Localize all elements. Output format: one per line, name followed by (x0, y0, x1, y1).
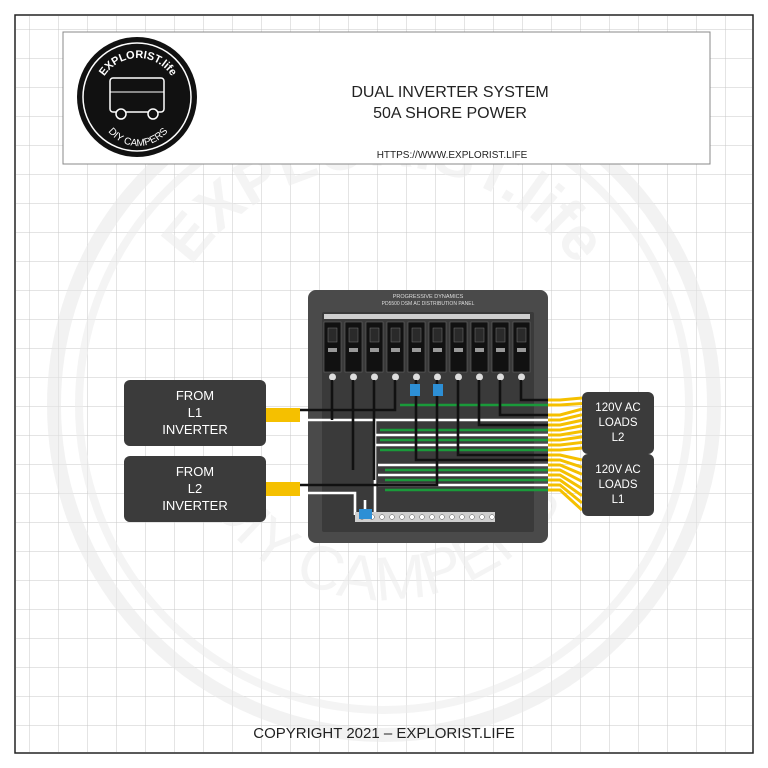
wiring (266, 380, 584, 522)
output-l2-line1: 120V AC (595, 402, 640, 414)
bus-screw (449, 514, 455, 520)
breaker-switch (365, 321, 384, 381)
breaker-row (323, 314, 531, 381)
panel-brand: PROGRESSIVE DYNAMICS (393, 294, 464, 300)
bus-screw (389, 514, 395, 520)
input-l2-line2: L2 (188, 481, 202, 496)
bus-screw (399, 514, 405, 520)
breaker-switch (470, 321, 489, 381)
bus-screw (439, 514, 445, 520)
output-wire (548, 488, 584, 512)
breaker-switch (407, 321, 426, 381)
output-l2-box: 120V AC LOADS L2 (582, 392, 654, 454)
output-l1-line1: 120V AC (595, 464, 640, 476)
input-connector-l2 (266, 482, 300, 496)
breaker-switch (344, 321, 363, 381)
output-l1-line2: LOADS (599, 479, 638, 491)
output-wire (548, 429, 583, 437)
output-wire (548, 478, 583, 497)
bus-screw (379, 514, 385, 520)
breaker-switch (512, 321, 531, 381)
output-wire (548, 440, 583, 447)
output-wire (548, 463, 583, 476)
breaker-switch (428, 321, 447, 381)
panel-model: PD5500 DSM AC DISTRIBUTION PANEL (382, 301, 475, 307)
bus-screw (409, 514, 415, 520)
neutral-connector (410, 384, 420, 396)
output-wire (548, 424, 583, 432)
output-wire (548, 435, 583, 442)
output-l2-line2: LOADS (599, 417, 638, 429)
van-icon (109, 77, 165, 113)
output-wire (548, 483, 583, 505)
output-wire (548, 413, 583, 422)
bus-screw (489, 514, 495, 520)
output-wire (548, 453, 583, 462)
input-l1-line2: L1 (188, 405, 202, 420)
output-wire (548, 468, 583, 483)
output-l1-line3: L1 (612, 494, 625, 506)
bus-screw (479, 514, 485, 520)
input-l1-line3: INVERTER (162, 422, 228, 437)
breaker-switch (323, 321, 342, 381)
breaker-bus-cover (324, 314, 530, 319)
title-line-1: DUAL INVERTER SYSTEM (351, 84, 548, 101)
title-line-2: 50A SHORE POWER (373, 105, 527, 122)
output-wire (548, 418, 583, 427)
output-wire (548, 402, 583, 407)
output-wire (548, 407, 583, 417)
bus-screw (469, 514, 475, 520)
bus-screw (419, 514, 425, 520)
output-wire (548, 458, 583, 469)
distribution-panel: PROGRESSIVE DYNAMICS PD5500 DSM AC DISTR… (308, 290, 548, 543)
neutral-bus-bar (355, 512, 495, 522)
output-wire (548, 473, 583, 490)
output-l2-line3: L2 (612, 432, 625, 444)
input-l2-line3: INVERTER (162, 498, 228, 513)
input-l2-box: FROM L2 INVERTER (124, 456, 266, 522)
copyright-text: COPYRIGHT 2021 – EXPLORIST.LIFE (253, 725, 515, 742)
input-l1-line1: FROM (176, 388, 214, 403)
output-wire (548, 396, 583, 402)
explorist-logo: EXPLORIST.life DIY CAMPERS (77, 37, 197, 157)
input-connector-l1 (266, 408, 300, 422)
breaker-switch (386, 321, 405, 381)
output-wire (548, 446, 583, 452)
bus-screw (429, 514, 435, 520)
input-l2-line1: FROM (176, 464, 214, 479)
breaker-switch (491, 321, 510, 381)
bus-screw (459, 514, 465, 520)
input-l1-box: FROM L1 INVERTER (124, 380, 266, 446)
output-l1-box: 120V AC LOADS L1 (582, 454, 654, 516)
neutral-connector (359, 509, 372, 519)
breaker-switch (449, 321, 468, 381)
website-url: HTTPS://WWW.EXPLORIST.LIFE (377, 150, 528, 161)
neutral-connector (433, 384, 443, 396)
